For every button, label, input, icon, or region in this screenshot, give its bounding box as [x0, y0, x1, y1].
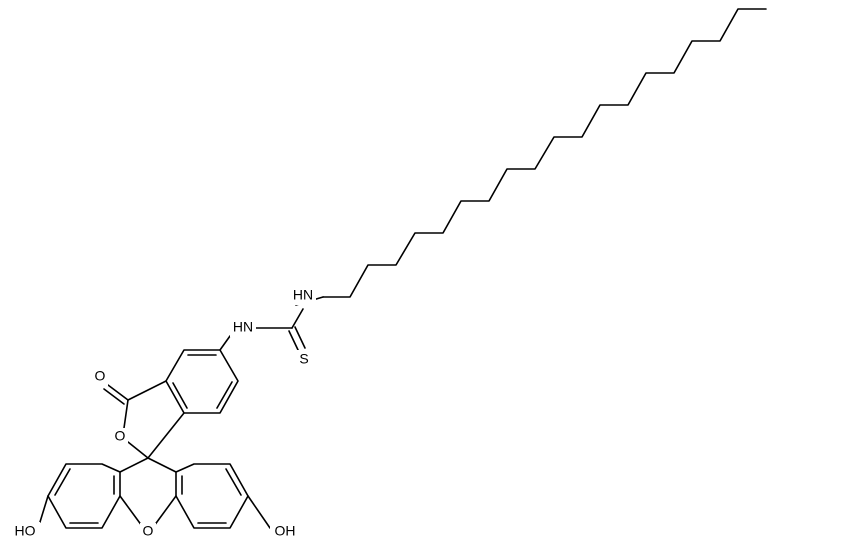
- xanthene-left-double-1: [54, 468, 71, 496]
- nh-alkyl-label-bg: [290, 287, 316, 305]
- hydroxyl-left-bond: [39, 495, 49, 523]
- xanthene-oxygen-label: O: [143, 523, 154, 539]
- xanthene-right-double-1: [225, 468, 242, 496]
- hydroxyl-right-label-bg: [270, 522, 300, 540]
- xanthene-o-right-bond: [153, 495, 177, 527]
- sulfur-label-bg: [297, 350, 311, 368]
- benzo-ring-double-1: [216, 381, 233, 409]
- alkyl-chain: [322, 8, 767, 298]
- hydroxyl-left-label-bg: [10, 522, 40, 540]
- sulfur-label: S: [299, 351, 308, 367]
- thione-bond-b: [294, 326, 306, 349]
- lactone-c-o-bond: [123, 399, 129, 429]
- lactone-spiro-ring-bond: [147, 412, 185, 459]
- thiourea-c-nh-alkyl-bond: [291, 308, 304, 329]
- xanthene-o-left-bond: [119, 495, 143, 527]
- nh-aryl-bond: [219, 335, 231, 351]
- nh-aryl-label-bg: [230, 319, 256, 337]
- bond-layer: [39, 8, 767, 529]
- lactone-c-carbonyl-bond: [127, 380, 167, 401]
- nh-alkyl-label: HN: [293, 287, 313, 303]
- hydroxyl-right-bond: [247, 495, 271, 529]
- carbonyl-oxygen-label-bg: [92, 368, 108, 386]
- hydroxyl-right-label: OH: [275, 523, 296, 539]
- benzo-ring: [165, 349, 239, 414]
- lactone-oxygen-label-bg: [112, 428, 128, 446]
- spiro-right-bond: [147, 457, 177, 473]
- thione-bond-a: [288, 330, 300, 353]
- benzo-ring-double-2: [172, 382, 188, 409]
- carbonyl-bond-a: [107, 384, 129, 401]
- spiro-left-bond: [119, 457, 149, 473]
- carbonyl-bond-b: [103, 388, 125, 405]
- carbonyl-oxygen-label: O: [95, 368, 106, 384]
- lactone-oxygen-label: O: [115, 428, 126, 444]
- lactone-o-spiro-bond: [127, 441, 149, 459]
- nh-aryl-label: HN: [233, 319, 253, 335]
- atom-label-layer: HN HN S O O O HO OH: [10, 287, 316, 541]
- hydroxyl-left-label: HO: [15, 523, 36, 539]
- xanthene-right-ring: [175, 463, 249, 529]
- xanthene-oxygen-label-bg: [140, 523, 156, 541]
- xanthene-left-ring: [47, 463, 121, 529]
